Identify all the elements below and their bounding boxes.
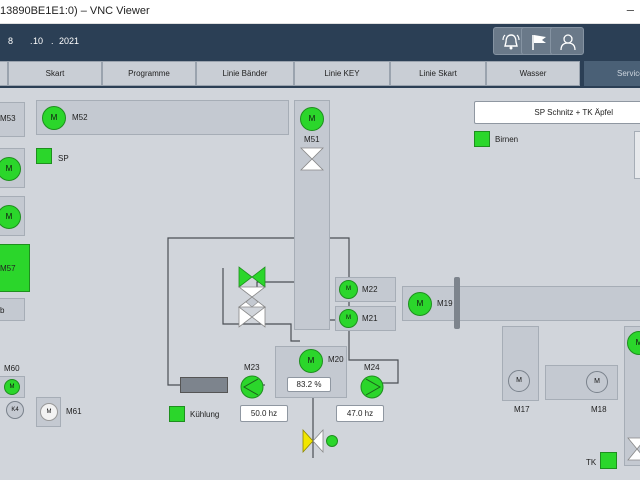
m24-frequency-field[interactable]: 47.0 hz [336, 405, 384, 422]
m22-motor-icon: M [339, 280, 358, 299]
conveyor-divider [454, 277, 460, 329]
m57-indicator[interactable]: M57 [0, 244, 30, 292]
right-side-handle[interactable] [634, 131, 640, 179]
m17-motor-icon: M [508, 370, 530, 392]
date-separator: . [51, 36, 54, 46]
m23-frequency-field[interactable]: 50.0 hz [240, 405, 288, 422]
tab-wasser[interactable]: Wasser [486, 61, 580, 86]
m53-panel[interactable]: M53 [0, 102, 25, 137]
left-motor-panel-2[interactable]: M [0, 196, 25, 236]
tk-label: TK [586, 458, 597, 467]
flag-icon [532, 35, 546, 50]
window-titlebar: 13890BE1E1:0) – VNC Viewer – [0, 0, 640, 24]
m60-motor-icon: M [4, 379, 20, 395]
drain-valve-icon[interactable] [302, 429, 324, 453]
m20-motor-icon: M [299, 349, 323, 373]
tab-hidden[interactable] [0, 61, 8, 86]
m61-label: M61 [66, 407, 82, 416]
tab-service[interactable]: Service [584, 61, 640, 86]
date-year: 2021 [59, 36, 80, 46]
bell-icon [502, 34, 520, 50]
m19-label: M19 [437, 299, 453, 308]
process-canvas: M53 M SP M M57 b M60 M K4 M M61 M M52 M … [0, 88, 640, 480]
k4-icon[interactable]: K4 [6, 401, 24, 419]
right-conveyor[interactable]: M [624, 326, 640, 466]
m60-label: M60 [4, 364, 20, 373]
header-bar: 8 . 10 . 2021 [0, 24, 640, 58]
m23-label: M23 [244, 363, 260, 372]
m51-label: M51 [304, 135, 320, 144]
left-motor-panel[interactable]: M [0, 148, 25, 188]
m18-label: M18 [591, 405, 607, 414]
m18-conveyor[interactable]: M [545, 365, 618, 400]
tab-linie-key[interactable]: Linie KEY [294, 61, 390, 86]
user-button[interactable] [550, 27, 584, 55]
tab-linie-skart[interactable]: Linie Skart [390, 61, 486, 86]
m61-motor-icon: M [40, 403, 58, 421]
m57-label: M57 [0, 264, 16, 273]
tab-programme[interactable]: Programme [102, 61, 196, 86]
m20-label: M20 [328, 355, 344, 364]
m20-level-field[interactable]: 83.2 % [287, 377, 331, 392]
kuehlung-indicator [169, 406, 185, 422]
status-led [326, 435, 338, 447]
kuehlung-label: Kühlung [190, 410, 220, 419]
window-title: 13890BE1E1:0) – VNC Viewer [0, 5, 150, 17]
m20-tank[interactable]: M M20 83.2 % [275, 346, 347, 398]
date-separator: . [30, 36, 33, 46]
m22-panel[interactable]: M M22 [335, 277, 396, 302]
m21-label: M21 [362, 314, 378, 323]
pump-m24-icon[interactable] [360, 375, 384, 399]
sp-label: SP [58, 154, 69, 163]
sp-indicator [36, 148, 52, 164]
m21-motor-icon: M [339, 309, 358, 328]
sp-schnitz-field[interactable]: SP Schnitz + TK Äpfel [474, 101, 640, 124]
right-motor-icon: M [627, 331, 640, 355]
motor-icon: M [0, 205, 21, 229]
user-icon [560, 34, 576, 51]
m60-panel[interactable]: M [0, 376, 25, 398]
m61-panel[interactable]: M [36, 397, 61, 427]
m19-conveyor[interactable]: M M19 [402, 286, 640, 321]
cooler-block[interactable] [180, 377, 228, 393]
motor-icon: M [0, 157, 21, 181]
m22-label: M22 [362, 285, 378, 294]
m19-motor-icon: M [408, 292, 432, 316]
tk-indicator [600, 452, 617, 469]
minimize-button[interactable]: – [626, 2, 634, 17]
b-label: b [0, 306, 5, 315]
m52-motor-icon: M [42, 106, 66, 130]
date-day: 8 [8, 36, 14, 46]
m18-motor-icon: M [586, 371, 608, 393]
tab-linie-baender[interactable]: Linie Bänder [196, 61, 294, 86]
valve-icon [627, 437, 640, 461]
m51-conveyor[interactable]: M M51 [294, 100, 330, 330]
m17-label: M17 [514, 405, 530, 414]
m51-motor-icon: M [300, 107, 324, 131]
b-panel[interactable]: b [0, 298, 25, 321]
m21-panel[interactable]: M M21 [335, 306, 396, 331]
m52-conveyor[interactable]: M M52 [36, 100, 289, 135]
m17-conveyor[interactable]: M [502, 326, 539, 401]
m52-label: M52 [72, 113, 88, 122]
valve-stack-icon[interactable] [237, 266, 267, 328]
tab-skart[interactable]: Skart [8, 61, 102, 86]
m24-label: M24 [364, 363, 380, 372]
nav-tabs: Skart Programme Linie Bänder Linie KEY L… [0, 58, 640, 88]
date-month: 10 [33, 36, 44, 46]
valve-icon [300, 147, 324, 171]
birnen-label: Birnen [495, 135, 519, 144]
birnen-indicator [474, 131, 490, 147]
pump-m23-icon[interactable] [240, 375, 264, 399]
m53-label: M53 [0, 114, 16, 123]
